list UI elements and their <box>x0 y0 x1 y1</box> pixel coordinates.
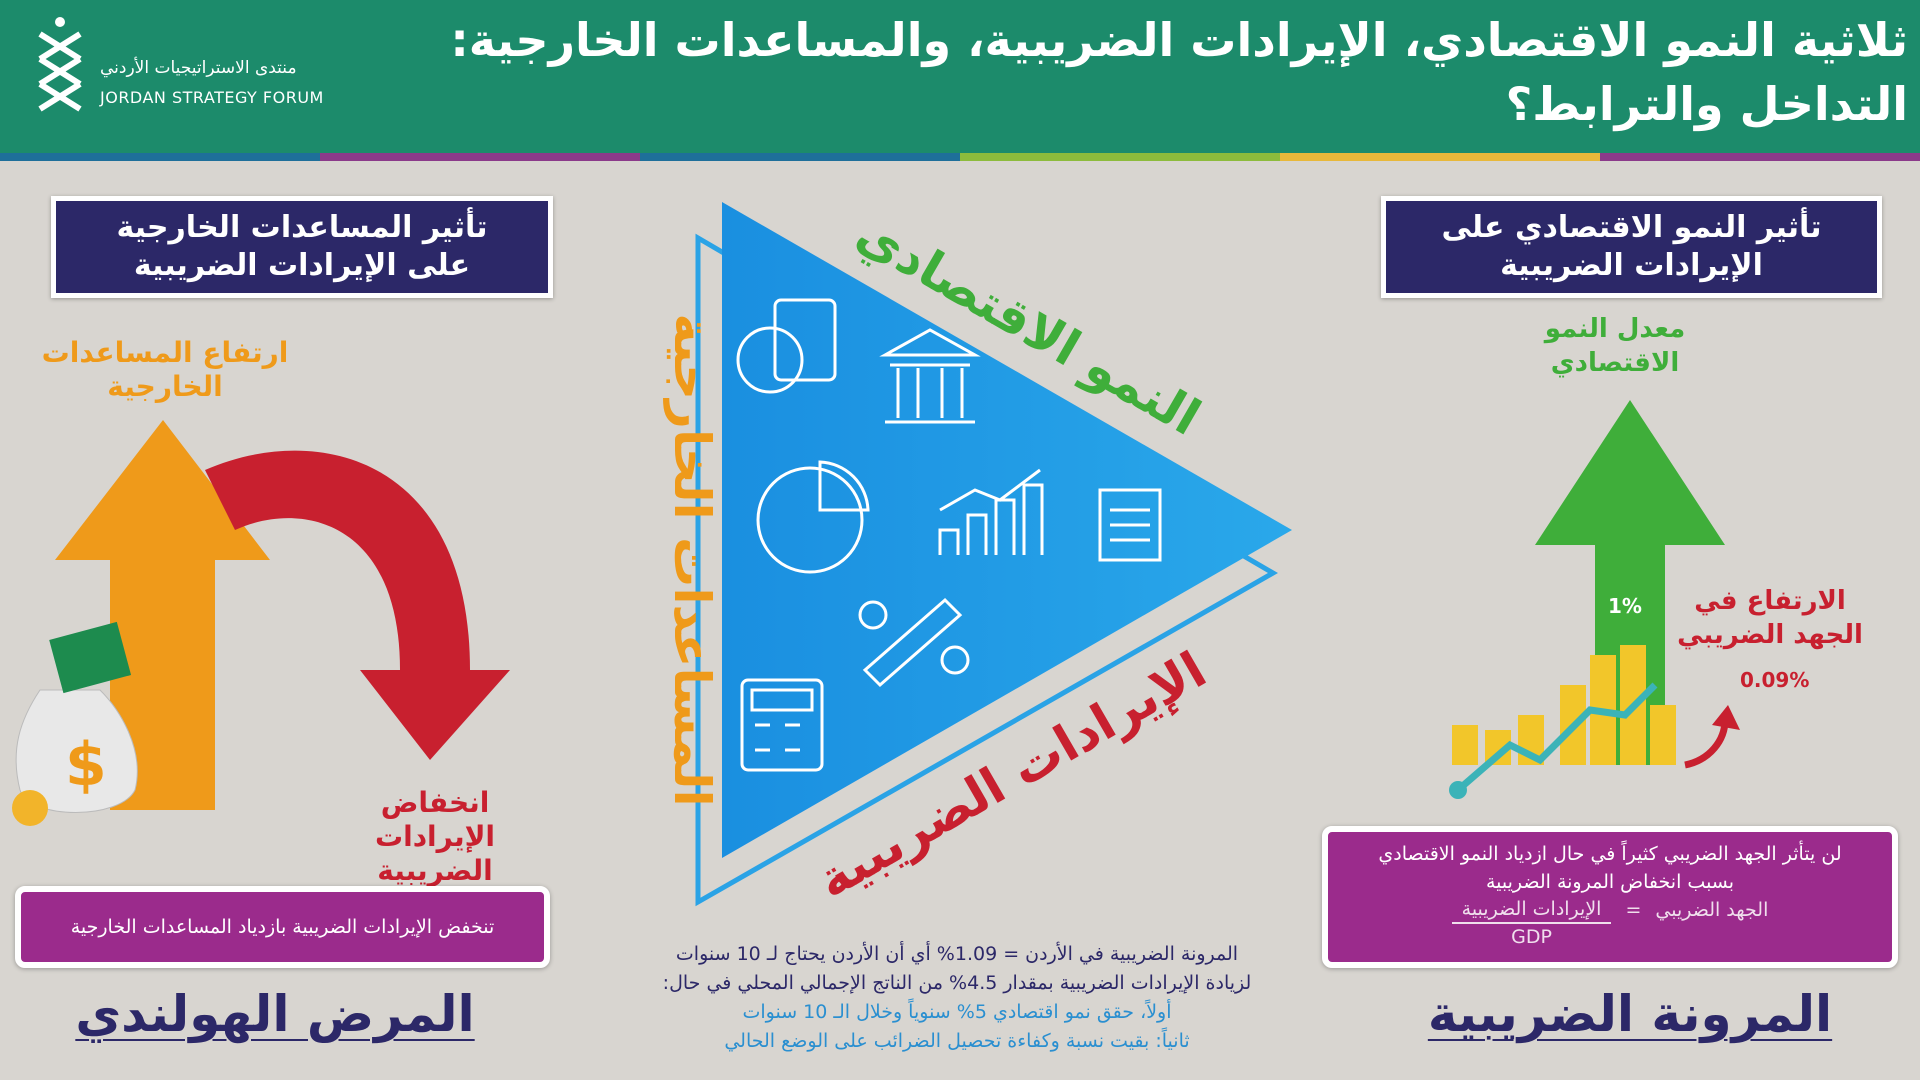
tax-effort-value: 0.09% <box>1740 668 1810 692</box>
dutch-disease-title: المرض الهولندي <box>75 985 475 1043</box>
red-curved-arrow-icon <box>205 450 510 760</box>
left-arrows: $ <box>12 420 510 826</box>
formula-equals: = <box>1625 899 1642 921</box>
right-info-bubble: لن يتأثر الجهد الضريبي كثيراً في حال ازد… <box>1322 826 1898 968</box>
orange-up-arrow-icon <box>55 420 270 810</box>
red-small-arrow-icon <box>1684 719 1729 769</box>
aid-rise-label: ارتفاع المساعدات الخارجية <box>41 336 289 403</box>
explanation-line: ثانياً: بقيت نسبة وكفاءة تحصيل الضرائب ع… <box>724 1030 1190 1052</box>
tax-effort-formula: الجهد الضريبي = الإيرادات الضريبية GDP <box>1328 896 1892 950</box>
svg-text:$: $ <box>65 730 107 800</box>
green-up-arrow-icon <box>1535 400 1725 765</box>
growth-rate-label: معدل النمو الاقتصادي <box>1544 314 1686 378</box>
bars-icon <box>1452 645 1676 765</box>
explanation-line: المرونة الضريبية في الأردن = 1.09% أي أن… <box>675 943 1239 965</box>
right-title-box: تأثير النمو الاقتصادي على الإيرادات الضر… <box>1381 196 1882 298</box>
revenue-drop-label: انخفاض الإيرادات الضريبية <box>374 786 496 887</box>
elasticity-explanation: المرونة الضريبية في الأردن = 1.09% أي أن… <box>612 940 1302 1056</box>
left-info-bubble: تنخفض الإيرادات الضريبية بازدياد المساعد… <box>15 886 550 968</box>
right-chart-graphic <box>1449 400 1740 799</box>
bank-icon <box>879 328 981 424</box>
tax-elasticity-title: المرونة الضريبية <box>1427 985 1833 1043</box>
left-title-box: تأثير المساعدات الخارجية على الإيرادات ا… <box>51 196 553 298</box>
logo-english: JORDAN STRATEGY FORUM <box>100 88 324 107</box>
growth-value: 1% <box>1608 594 1642 618</box>
left-bubble-text: تنخفض الإيرادات الضريبية بازدياد المساعد… <box>70 916 495 938</box>
scroll-icon <box>1098 488 1162 562</box>
percent-icon <box>858 597 970 688</box>
title-line-1: ثلاثية النمو الاقتصادي، الإيرادات الضريب… <box>450 13 1908 67</box>
header-banner <box>0 0 1920 155</box>
formula-fraction: الإيرادات الضريبية GDP <box>1451 896 1612 950</box>
side-label-aid: المساعدات الخارجية <box>663 313 721 806</box>
formula-lhs: الجهد الضريبي <box>1655 899 1769 921</box>
formula-denominator: GDP <box>1511 926 1552 948</box>
jsf-logo-icon <box>38 17 82 112</box>
logo-arabic: منتدى الاستراتيجيات الأردني <box>100 58 297 78</box>
explanation-line: لزيادة الإيرادات الضريبية بمقدار 4.5% من… <box>662 972 1252 994</box>
pie-chart-icon <box>756 460 870 574</box>
formula-numerator: الإيرادات الضريبية <box>1451 896 1612 924</box>
right-bubble-line: لن يتأثر الجهد الضريبي كثيراً في حال ازد… <box>1378 843 1842 865</box>
explanation-line: أولاً، حقق نمو اقتصادي 5% سنوياً وخلال ا… <box>742 1001 1172 1023</box>
money-bag-icon: $ <box>12 621 138 826</box>
calculator-icon <box>740 678 824 772</box>
tax-effort-label: الارتفاع في الجهد الضريبي <box>1677 586 1863 650</box>
color-strip <box>0 153 1920 161</box>
trend-line-icon <box>1455 682 1658 793</box>
right-title-text: تأثير النمو الاقتصادي على الإيرادات الضر… <box>1441 210 1822 283</box>
coins-icon <box>736 298 837 394</box>
page-title: ثلاثية النمو الاقتصادي، الإيرادات الضريب… <box>408 8 1908 136</box>
left-title-text: تأثير المساعدات الخارجية على الإيرادات ا… <box>116 210 488 283</box>
title-line-2: التداخل والترابط؟ <box>1505 77 1908 131</box>
triad-triangle: المساعدات الخارجية النمو الاقتصادي الإير… <box>663 202 1292 911</box>
bar-chart-icon <box>938 468 1044 555</box>
right-bubble-line: بسبب انخفاض المرونة الضريبية <box>1485 871 1735 893</box>
